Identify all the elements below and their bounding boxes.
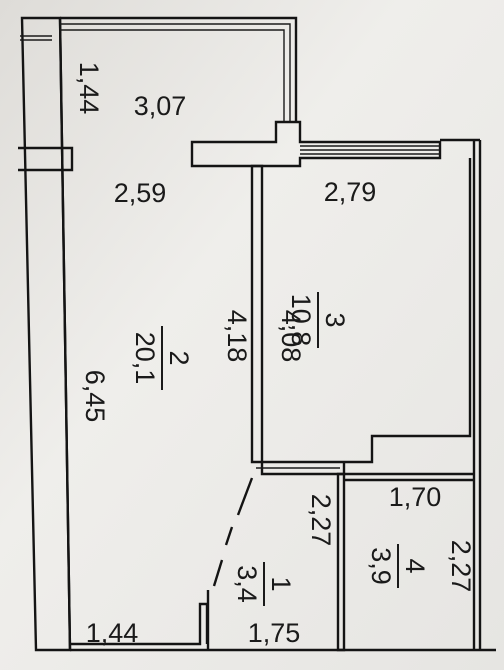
kitchen-top-wall xyxy=(190,120,442,168)
dim-4-08: 4,08 xyxy=(276,310,306,363)
dim-1-44-top: 1,44 xyxy=(74,62,104,115)
dim-3-07: 3,07 xyxy=(134,91,187,121)
dim-4-18: 4,18 xyxy=(222,310,252,363)
dim-6-45: 6,45 xyxy=(80,370,110,423)
room-2-area: 20,1 xyxy=(130,332,160,385)
dim-2-79: 2,79 xyxy=(324,177,377,207)
room-3-area: 10,8 xyxy=(286,294,316,347)
room-3-number: 3 xyxy=(320,312,350,327)
balcony-window-lines xyxy=(300,145,440,155)
dim-2-27-bath: 2,27 xyxy=(446,540,476,593)
dim-2-59: 2,59 xyxy=(114,178,167,208)
balcony-pier xyxy=(190,120,442,168)
left-window-top xyxy=(20,35,52,41)
dimension-labels: 1,44 3,07 2,59 2,79 4,18 4,08 6,45 1,70 … xyxy=(74,62,476,648)
room-4-area: 3,9 xyxy=(366,547,396,585)
top-wall-outer xyxy=(60,16,298,122)
room-1-area: 3,4 xyxy=(232,565,262,603)
door-leaf-dash xyxy=(224,526,234,546)
room-2-label: 2 20,1 xyxy=(130,326,194,390)
room-3-bottom-right-wall xyxy=(262,158,472,464)
room-4-label: 4 3,9 xyxy=(366,544,430,588)
room-3-label: 3 10,8 xyxy=(286,292,350,348)
room-4-number: 4 xyxy=(400,558,430,573)
door-leaf-lower xyxy=(212,559,224,587)
dim-1-44-bottom: 1,44 xyxy=(86,618,139,648)
top-window-lines xyxy=(60,23,291,122)
bath-left-wall xyxy=(336,472,346,652)
left-wall-pier xyxy=(18,146,74,172)
dim-1-75: 1,75 xyxy=(248,618,301,648)
left-wall-inner xyxy=(58,17,72,651)
right-exterior-wall xyxy=(472,140,482,650)
room-1-number: 1 xyxy=(266,576,296,591)
dim-2-27-hall: 2,27 xyxy=(306,494,336,547)
door-leaf-upper xyxy=(236,477,254,516)
hall-bath-walls xyxy=(206,462,474,652)
room-1-label: 1 3,4 xyxy=(232,562,296,606)
room-2-number: 2 xyxy=(164,350,194,365)
bath-top-wall xyxy=(344,472,474,482)
dim-1-70: 1,70 xyxy=(389,482,442,512)
